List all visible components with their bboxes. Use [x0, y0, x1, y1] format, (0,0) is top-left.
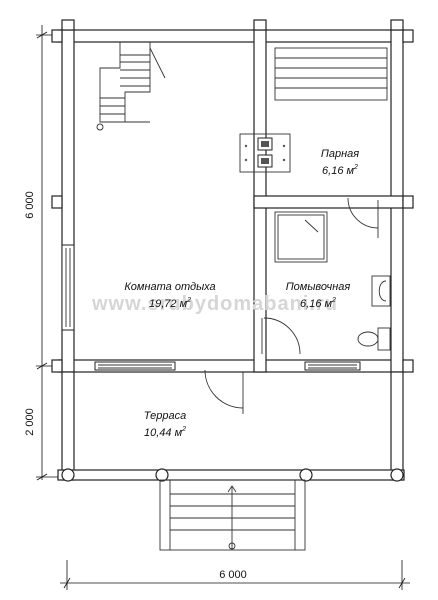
walls — [51, 19, 414, 481]
watermark: www.srubydomabani.ru — [91, 293, 338, 315]
windows — [61, 244, 361, 371]
steam-room-name: Парная — [321, 148, 359, 160]
rest-room-area: 19,72 м2 — [149, 297, 191, 310]
terrace-posts — [61, 468, 404, 482]
wash-room-fixtures — [274, 211, 391, 351]
label-steam-room: Парная 6,16 м2 — [321, 148, 359, 177]
wash-room-name: Помывочная — [286, 281, 351, 293]
entrance-steps — [159, 479, 306, 551]
interior-staircase — [96, 42, 166, 131]
dimension-overall-height: 6 000 — [24, 191, 36, 219]
dimension-overall-width: 6 000 — [219, 569, 247, 581]
rest-room-name: Комната отдыха — [124, 281, 215, 293]
dimension-lines — [36, 25, 410, 590]
label-wash-room: Помывочная 6,16 м2 — [286, 281, 351, 310]
wash-room-area: 6,16 м2 — [300, 297, 336, 310]
label-rest-room: Комната отдыха 19,72 м2 — [124, 281, 215, 310]
terrace-name: Терраса — [144, 410, 186, 422]
steam-room-benches — [274, 47, 388, 101]
dimension-terrace-depth: 2 000 — [24, 408, 36, 436]
doors — [204, 197, 379, 414]
terrace-area: 10,44 м2 — [144, 426, 186, 439]
stove — [239, 133, 291, 173]
label-terrace: Терраса 10,44 м2 — [144, 410, 186, 439]
steam-room-area: 6,16 м2 — [322, 164, 358, 177]
